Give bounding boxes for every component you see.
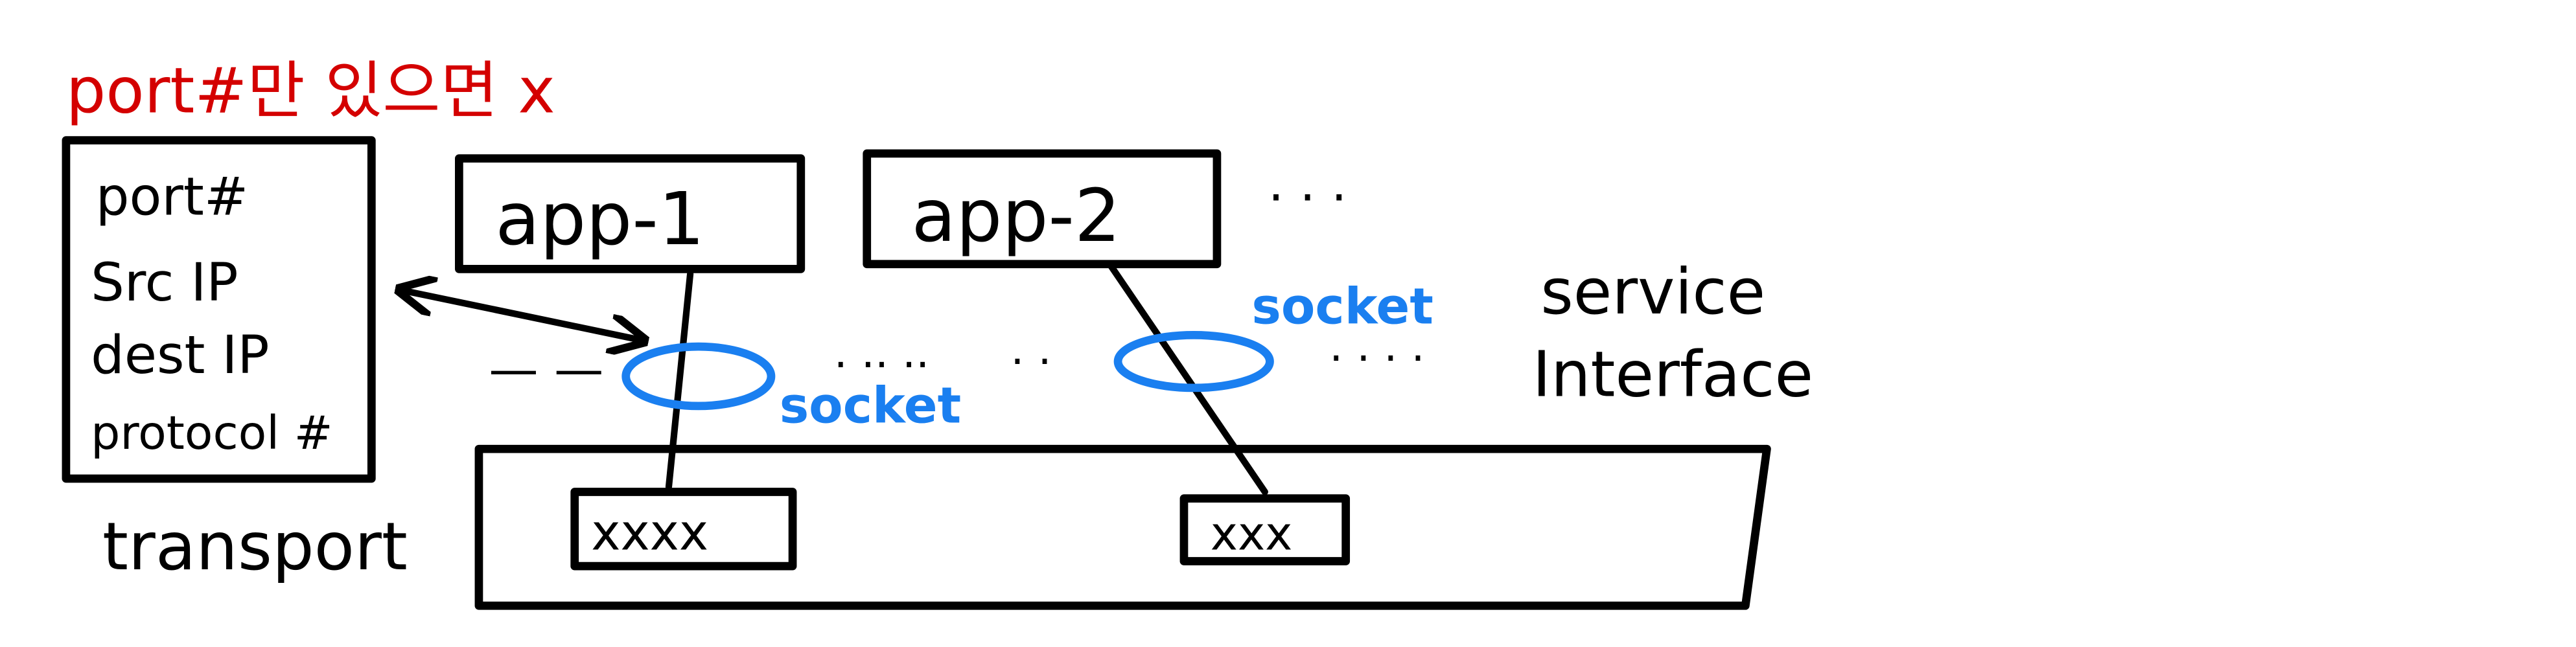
port-box-1 <box>570 488 797 571</box>
socket-1-ellipse <box>621 342 776 411</box>
transport-label: transport <box>102 508 408 585</box>
field-port: port# <box>96 166 248 227</box>
app-2-box: app-2 <box>863 149 1222 269</box>
dashes-left: — — <box>489 341 603 398</box>
app-1-label: app-1 <box>495 177 704 262</box>
field-src-ip: Src IP <box>91 252 238 313</box>
interface-label: Interface <box>1533 338 1813 411</box>
field-dest-ip: dest IP <box>91 324 269 386</box>
port-box-1-label: xxxx <box>591 505 708 562</box>
title-note: port#만 있으면 x <box>66 54 555 127</box>
dots-right: · · · · <box>1329 334 1424 383</box>
header-box-border <box>62 136 376 483</box>
dots-middle-1: · ·· ·· <box>834 340 929 390</box>
field-protocol: protocol # <box>91 406 332 460</box>
dots-middle-2: · · <box>1010 337 1051 387</box>
socket-2-label: socket <box>1251 278 1433 335</box>
app-2-connection-line <box>1106 260 1268 495</box>
socket-1-label: socket <box>780 377 961 435</box>
app-1-box: app-1 <box>454 154 806 273</box>
port-box-2 <box>1179 494 1351 565</box>
double-arrow <box>403 291 641 340</box>
transport-layer-box: xxxx xxx <box>474 444 1771 610</box>
port-box-2-label: xxx <box>1211 507 1293 561</box>
service-label: service <box>1540 255 1765 328</box>
app-1-connection-line <box>665 270 694 490</box>
socket-2-ellipse <box>1113 330 1274 392</box>
more-apps-dots: · · · <box>1268 169 1347 227</box>
app-2-label: app-2 <box>912 174 1121 258</box>
header-fields-box: port# Src IP dest IP protocol # <box>62 136 376 483</box>
